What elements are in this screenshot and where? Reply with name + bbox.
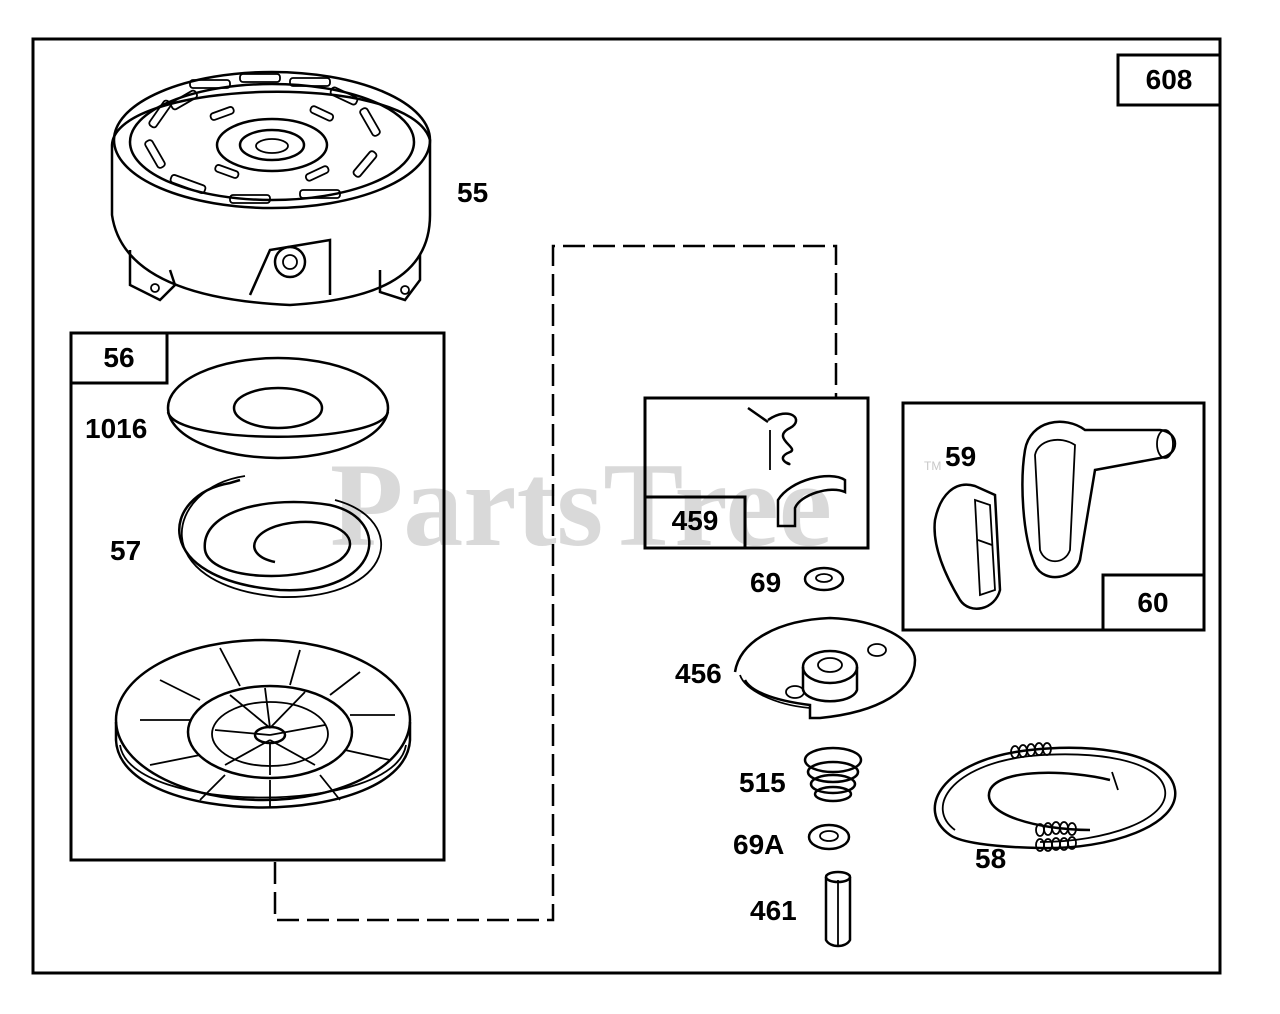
part-label-56: 56 [103, 342, 134, 373]
part-label-461: 461 [750, 895, 797, 926]
part-label-1016: 1016 [85, 413, 147, 444]
part-459-box: 459 [643, 396, 870, 550]
part-58-starter-rope[interactable] [933, 742, 1177, 852]
part-label-459: 459 [672, 505, 719, 536]
part-59-handle-insert[interactable] [933, 483, 1002, 610]
watermark-trademark: TM [924, 459, 941, 473]
part-515-spring[interactable] [803, 746, 863, 803]
starter-pulley[interactable] [114, 638, 412, 809]
part-56-box: 56 [69, 331, 446, 862]
part-57-rewind-spring[interactable] [178, 475, 383, 598]
part-label-59: 59 [945, 441, 976, 472]
part-label-69A: 69A [733, 829, 784, 860]
part-461-pin[interactable] [824, 870, 852, 948]
part-label-57: 57 [110, 535, 141, 566]
watermark-text: PartsTree [330, 438, 832, 571]
part-60-box: 60 [901, 401, 1206, 632]
part-459-spring-and-pawl[interactable] [747, 406, 847, 528]
outer-frame [31, 37, 1222, 975]
assembly-number: 608 [1146, 64, 1193, 95]
part-60-starter-handle[interactable] [1021, 420, 1177, 579]
part-1016-plate[interactable] [166, 356, 390, 460]
connector-line [273, 244, 838, 922]
part-label-515: 515 [739, 767, 786, 798]
part-label-69: 69 [750, 567, 781, 598]
part-69-washer[interactable] [803, 566, 845, 592]
part-label-60: 60 [1137, 587, 1168, 618]
part-55-blower-housing[interactable] [110, 70, 432, 307]
assembly-number-box: 608 [1116, 53, 1222, 107]
part-label-55: 55 [457, 177, 488, 208]
part-69A-washer[interactable] [807, 823, 851, 851]
part-label-456: 456 [675, 658, 722, 689]
part-label-58: 58 [975, 843, 1006, 874]
part-456-retainer[interactable] [733, 616, 917, 720]
